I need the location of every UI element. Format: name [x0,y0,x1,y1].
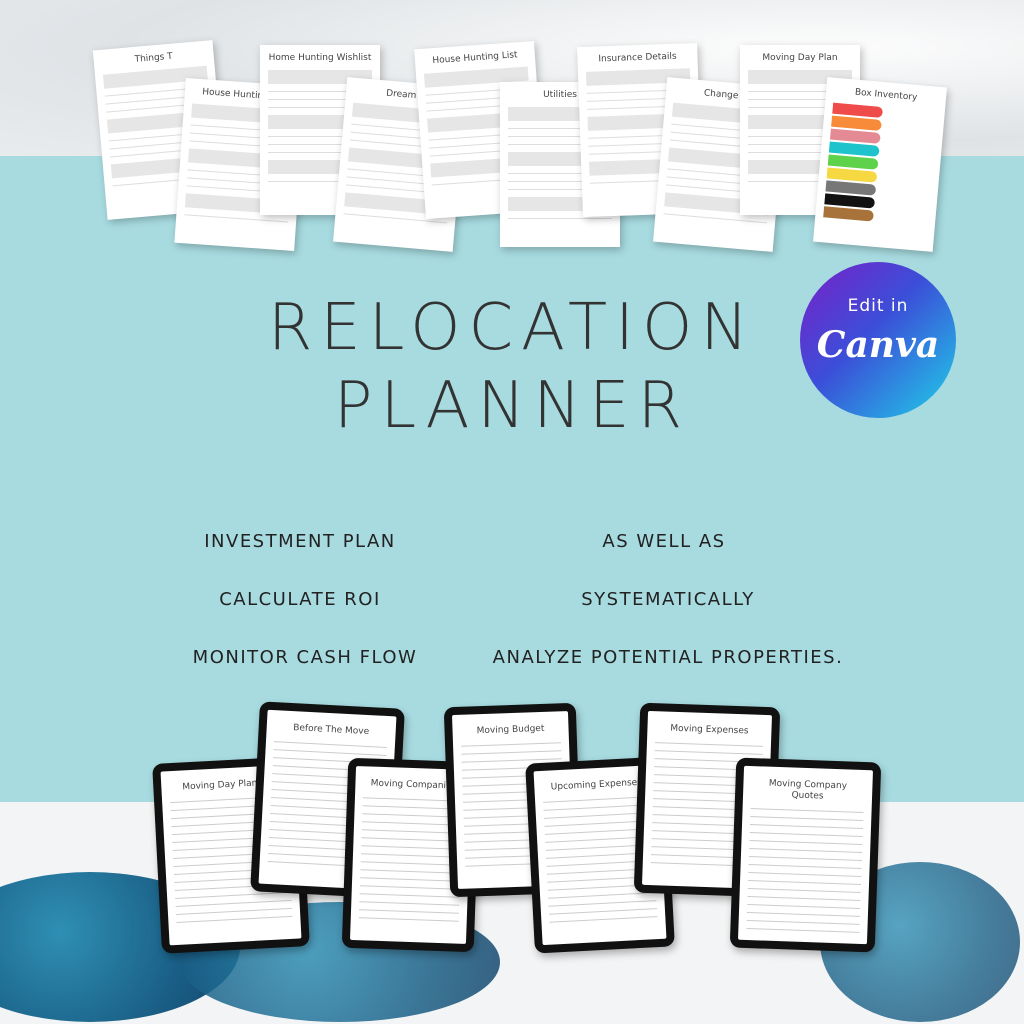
title-line-2: PLANNER [333,369,691,443]
feature-left-1: INVESTMENT PLAN [204,531,396,552]
page-title: Box Inventory [854,87,918,103]
feature-right-3: ANALYZE POTENTIAL PROPERTIES. [492,647,844,668]
page-title: Utilities [543,90,577,100]
tablet-page-title: Before The Move [292,723,370,738]
tablet-page-title: Upcoming Expenses [550,777,643,793]
page-title: Insurance Details [598,51,677,65]
feature-left-2: CALCULATE ROI [219,589,381,610]
tablet-mockup: Moving Company Quotes [729,757,882,953]
page-title: Things T [134,51,174,65]
tablet-page-title: Moving Company Quotes [768,778,848,802]
feature-right-1: AS WELL AS [602,531,726,552]
edit-in-canva-badge[interactable]: Edit in Canva [800,262,956,418]
planner-page: Box Inventory [813,77,947,252]
feature-right-2: SYSTEMATICALLY [581,589,755,610]
tablet-page-title: Moving Expenses [670,723,749,737]
tablet-page-title: Moving Budget [476,723,545,737]
teal-band [0,156,1024,802]
page-title: Home Hunting Wishlist [268,53,372,63]
title-line-1: RELOCATION [267,291,757,365]
feature-left-3: MONITOR CASH FLOW [192,647,418,668]
page-title: House Hunting List [432,50,518,67]
canva-logo: Canva [816,324,940,366]
color-label-swatch [823,206,874,222]
badge-line-1: Edit in [847,296,909,316]
page-title: Moving Day Plan [762,53,838,63]
